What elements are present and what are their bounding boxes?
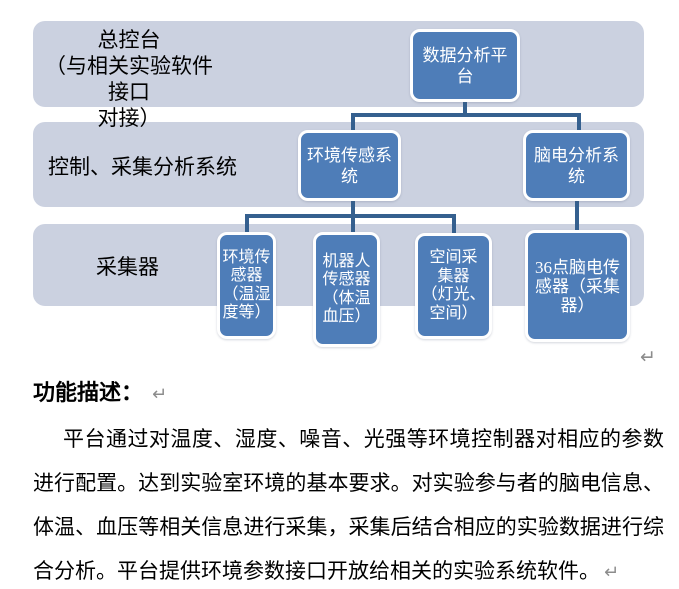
row-label-control: 控制、采集分析系统 [48,155,237,179]
connector-space-collector-up [452,214,456,235]
body-line: 体温、血压等相关信息进行采集，采集后结合相应的实验数据进行综 [33,515,664,539]
body-line: 平台通过对温度、湿度、噪音、光强等环境控制器对相应的参数 [63,427,664,451]
node-text-line: 器） [560,295,595,315]
row-label-console-line1: 总控台 [97,28,161,52]
node-text-line: 台 [456,66,474,86]
node-text-line: 环境传 [222,248,271,266]
node-text-line: 传感器 [322,271,371,288]
node-eeg-analysis-system: 脑电分析系 统 [523,130,630,201]
node-text-line: 统 [341,166,358,186]
connector-eeg-sensor-up [575,199,579,232]
paragraph-return-mark: ↵ [152,384,168,405]
section-heading: 功能描述： ↵ [33,375,167,407]
paragraph-return-mark: ↵ [640,346,656,368]
node-text-line: （灯光、 [421,286,486,303]
connector-row3-horizontal [245,214,456,218]
paragraph-return-mark: ↵ [604,562,620,583]
section-heading-text: 功能描述： [33,380,144,405]
node-space-collector: 空间采 集器 （灯光、 空间） [415,233,492,339]
body-line-text: 合分析。平台提供环境参数接口开放给相关的实验系统软件。 [33,559,600,583]
node-data-analysis-platform: 数据分析平 台 [410,29,520,102]
node-36ch-eeg-sensor: 36点脑电传 感器（采集 器） [525,230,630,342]
node-text-line: 感器 [230,267,263,284]
node-text-line: 空间采 [429,249,478,266]
node-text-line: 血压） [322,308,371,325]
node-robot-sensor: 机器人 传感器 （体温 血压） [313,232,380,347]
node-text-line: 统 [568,166,585,186]
node-text-line: 36点脑电传 [535,257,620,277]
node-text-line: （温湿 [222,285,271,303]
band-console [33,21,644,107]
body-line: 进行配置。达到实验室环境的基本要求。对实验参与者的脑电信息、 [33,471,664,495]
node-environment-sensing-system: 环境传感系 统 [298,130,401,201]
connector-env-sensor-up [245,214,249,234]
node-text-line: 空间） [429,304,478,322]
node-text-line: （体温 [322,289,371,307]
connector-env-system-up [351,113,355,132]
node-text-line: 脑电分析系 [534,145,619,165]
body-paragraph: 平台通过对温度、湿度、噪音、光强等环境控制器对相应的参数 进行配置。达到实验室环… [33,417,664,589]
node-text-line: 集器 [437,267,470,285]
row-label-collector: 采集器 [96,255,159,279]
row-label-console-line3: 对接） [97,106,161,130]
row-label-console-line2: （与相关实验软件接口 [45,54,213,104]
connector-eeg-system-up [577,113,581,132]
body-line: 合分析。平台提供环境参数接口开放给相关的实验系统软件。↵ [33,549,664,589]
node-text-line: 环境传感系 [307,145,392,165]
row-label-console: 总控台 （与相关实验软件接口 对接） [35,27,223,131]
connector-row2-horizontal [351,113,581,117]
node-text-line: 感器（采集 [535,276,620,296]
node-text-line: 度等） [222,304,271,321]
node-text-line: 机器人 [322,252,371,270]
connector-platform-down [463,101,467,117]
node-environment-sensor: 环境传 感器 （温湿 度等） [217,232,276,339]
node-text-line: 数据分析平 [422,45,508,65]
